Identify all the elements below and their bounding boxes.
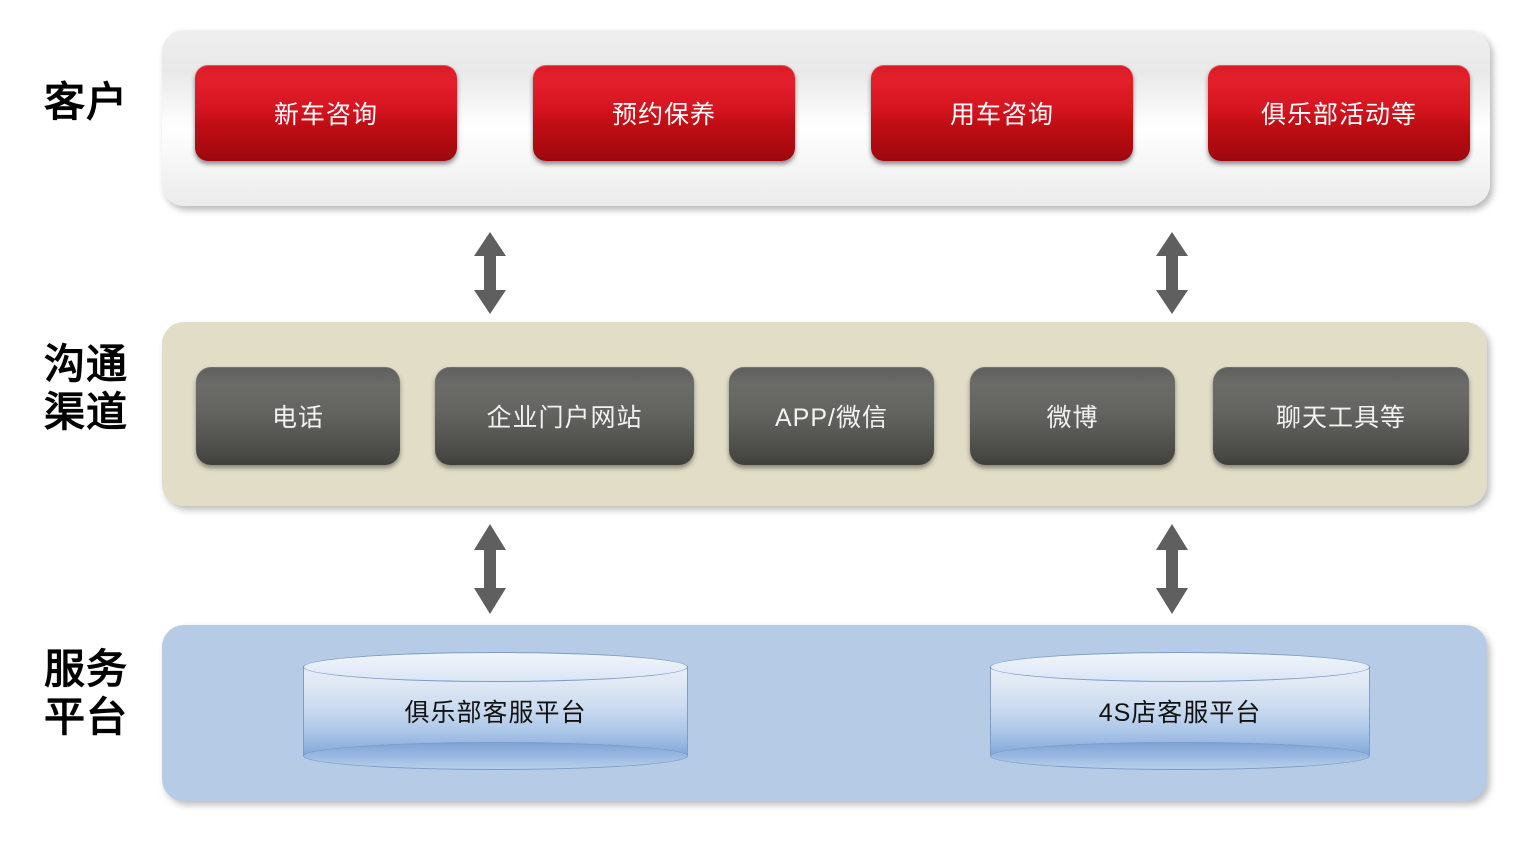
platform-item-label: 俱乐部客服平台: [404, 699, 587, 727]
cylinder-bottom-ellipse: [990, 742, 1370, 770]
customer-item-label: 预约保养: [611, 101, 716, 129]
channel-item-corporate-website[interactable]: 企业门户网站: [435, 367, 694, 465]
channel-item-label: 聊天工具等: [1275, 404, 1406, 432]
customer-item-new-car-inquiry[interactable]: 新车咨询: [195, 65, 457, 161]
channel-item-label: 电话: [271, 404, 324, 432]
customer-item-label: 俱乐部活动等: [1260, 101, 1417, 129]
platform-item-4s-store-service-platform[interactable]: 4S店客服平台: [990, 652, 1370, 770]
channel-item-label: APP/微信: [775, 404, 888, 432]
double-arrow-vertical-icon: [474, 524, 506, 614]
double-arrow-vertical-icon: [474, 232, 506, 314]
row-label-channel: 沟通 渠道: [44, 341, 128, 435]
customer-item-club-activities[interactable]: 俱乐部活动等: [1208, 65, 1470, 161]
channel-item-chat-tools[interactable]: 聊天工具等: [1213, 367, 1469, 465]
cylinder-top-ellipse: [303, 652, 688, 682]
row-label-platform: 服务 平台: [44, 646, 128, 740]
channel-item-label: 企业门户网站: [486, 404, 643, 432]
customer-item-label: 新车咨询: [273, 101, 378, 129]
customer-item-label: 用车咨询: [949, 101, 1054, 129]
platform-item-label: 4S店客服平台: [1098, 699, 1262, 727]
channel-item-app-wechat[interactable]: APP/微信: [729, 367, 934, 465]
customer-item-car-use-inquiry[interactable]: 用车咨询: [871, 65, 1133, 161]
row-label-customer: 客户: [44, 79, 128, 125]
double-arrow-vertical-icon: [1156, 524, 1188, 614]
platform-item-club-service-platform[interactable]: 俱乐部客服平台: [303, 652, 688, 770]
channel-item-weibo[interactable]: 微博: [970, 367, 1175, 465]
cylinder-top-ellipse: [990, 652, 1370, 682]
double-arrow-vertical-icon: [1156, 232, 1188, 314]
channel-item-label: 微博: [1046, 404, 1099, 432]
customer-item-maintenance-booking[interactable]: 预约保养: [533, 65, 795, 161]
cylinder-bottom-ellipse: [303, 742, 688, 770]
channel-item-phone[interactable]: 电话: [196, 367, 400, 465]
